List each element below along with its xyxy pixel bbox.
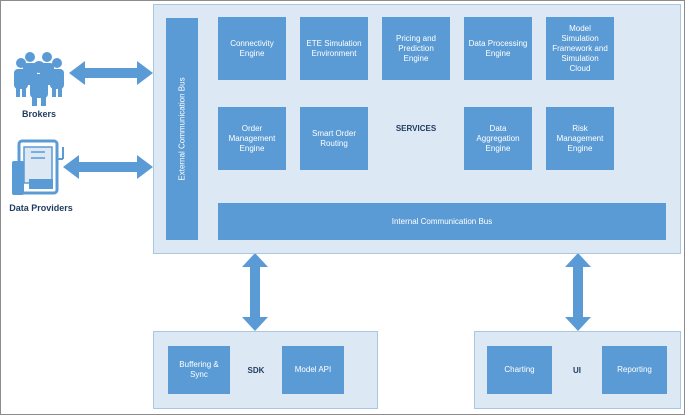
services-label: SERVICES bbox=[395, 123, 437, 133]
tablet-icon bbox=[12, 139, 64, 195]
order-management-engine: Order Management Engine bbox=[218, 107, 286, 170]
model-simulation-framework: Model Simulation Framework and Simulatio… bbox=[546, 17, 614, 80]
charting: Charting bbox=[487, 346, 552, 394]
model-api: Model API bbox=[282, 346, 344, 394]
data-providers-arrow bbox=[63, 155, 153, 179]
data-processing-engine: Data Processing Engine bbox=[464, 17, 532, 80]
external-bus-label: External Communication Bus bbox=[177, 77, 187, 181]
smart-order-routing: Smart Order Routing bbox=[300, 107, 368, 170]
internal-communication-bus: Internal Communication Bus bbox=[218, 203, 666, 240]
data-providers-label: Data Providers bbox=[9, 203, 73, 213]
sdk-label: SDK bbox=[247, 365, 265, 375]
brokers-label: Brokers bbox=[21, 109, 57, 119]
ui-label: UI bbox=[573, 365, 581, 375]
ete-simulation-environment: ETE Simulation Environment bbox=[300, 17, 368, 80]
buffering-sync: Buffering & Sync bbox=[168, 346, 230, 394]
brokers-arrow bbox=[69, 61, 153, 85]
people-icon bbox=[14, 52, 64, 106]
connectivity-engine: Connectivity Engine bbox=[218, 17, 286, 80]
reporting: Reporting bbox=[602, 346, 667, 394]
sdk-arrow bbox=[242, 253, 268, 331]
risk-management-engine: Risk Management Engine bbox=[546, 107, 614, 170]
data-aggregation-engine: Data Aggregation Engine bbox=[464, 107, 532, 170]
external-communication-bus: External Communication Bus bbox=[166, 18, 198, 240]
pricing-prediction-engine: Pricing and Prediction Engine bbox=[382, 17, 450, 80]
ui-arrow bbox=[565, 253, 591, 331]
